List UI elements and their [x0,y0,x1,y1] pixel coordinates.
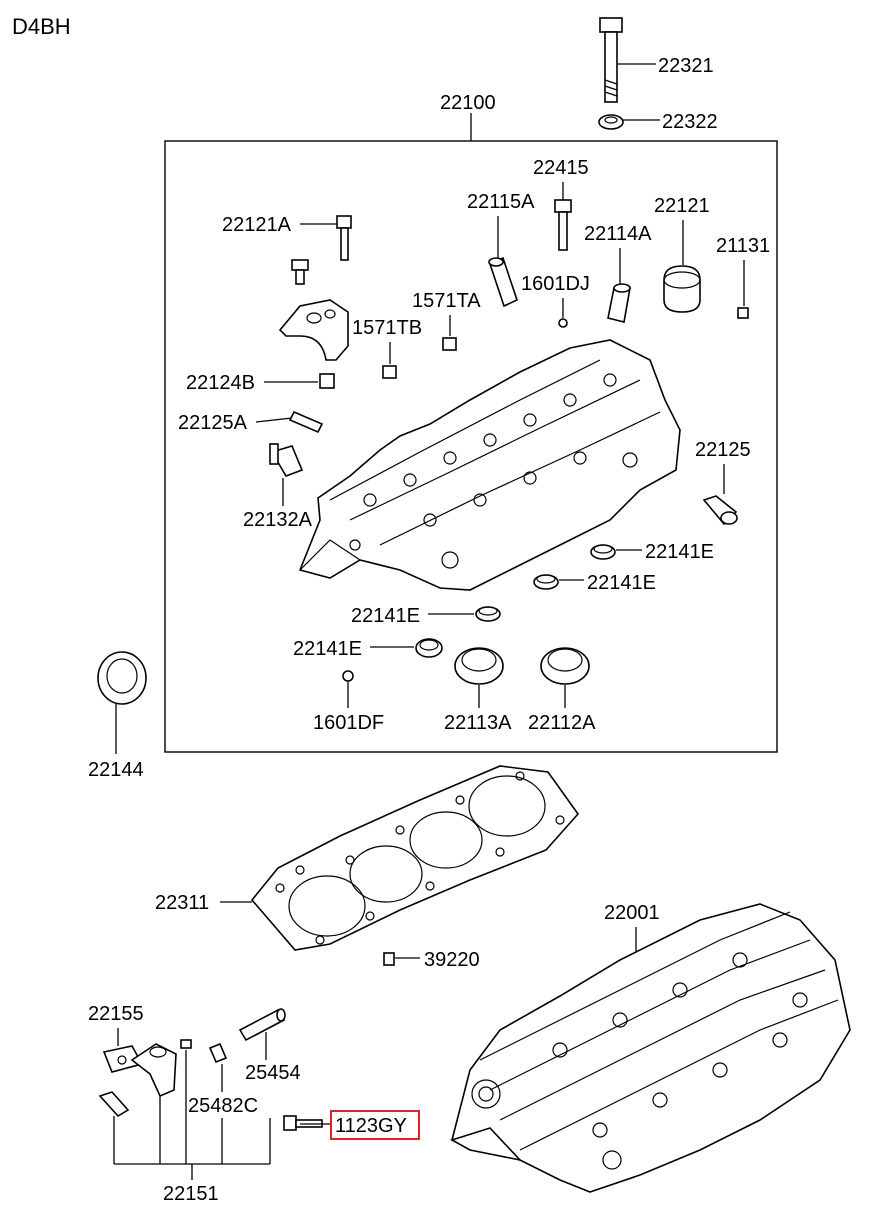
seal-22141e-4[interactable] [415,638,443,658]
hose-25454[interactable] [238,1008,286,1042]
label-22415[interactable]: 22415 [533,157,589,179]
label-22141e-1[interactable]: 22141E [645,541,714,563]
label-1571tb[interactable]: 1571TB [352,317,422,339]
bolt-1123gy[interactable] [283,1115,323,1131]
label-22321[interactable]: 22321 [658,55,714,77]
label-22112a[interactable]: 22112A [528,712,596,734]
bush-22115a[interactable] [488,256,518,308]
label-22001[interactable]: 22001 [604,902,660,924]
ring-22112a[interactable] [540,647,590,685]
ring-22113a[interactable] [454,647,504,685]
label-1601df[interactable]: 1601DF [313,712,384,734]
seal-22141e-2[interactable] [533,574,559,590]
label-22114a[interactable]: 22114A [584,223,652,245]
label-39220[interactable]: 39220 [424,949,480,971]
bolt-22415[interactable] [554,199,572,251]
label-22155[interactable]: 22155 [88,1003,144,1025]
label-1123gy[interactable]: 1123GY [335,1115,407,1137]
label-22132a[interactable]: 22132A [243,509,313,531]
label-22141e-4[interactable]: 22141E [293,638,362,660]
temp-sensor[interactable] [98,1091,130,1118]
label-22124b[interactable]: 22124B [186,372,255,394]
oil-seal-22144[interactable] [97,651,147,705]
plug-1571ta[interactable] [442,337,457,351]
label-22125[interactable]: 22125 [695,439,751,461]
plug-39220[interactable] [383,952,395,966]
plug-1571tb[interactable] [382,365,397,379]
washer-22322[interactable] [598,114,624,130]
bolt-22121a-small[interactable] [291,259,309,285]
label-1601dj[interactable]: 1601DJ [521,273,590,295]
water-outlet-fitting[interactable] [130,1043,177,1098]
bolt-22121a[interactable] [336,215,352,261]
bush-22114a[interactable] [607,283,631,323]
cap-22121[interactable] [663,265,701,313]
highlight-box-1123gy[interactable] [330,1110,420,1140]
label-22141e-3[interactable]: 22141E [351,605,420,627]
head-bolt-22321[interactable] [599,17,623,103]
seal-22141e-3[interactable] [475,606,501,622]
pin-22124b[interactable] [319,373,335,389]
label-22125a[interactable]: 22125A [178,412,248,434]
label-25454[interactable]: 25454 [245,1062,301,1084]
stud-22125a[interactable] [288,410,324,434]
pin-21131[interactable] [737,307,749,319]
label-22141e-2[interactable]: 22141E [587,572,656,594]
label-1571ta[interactable]: 1571TA [412,290,481,312]
clip-25482c[interactable] [208,1042,228,1064]
ball-1601df[interactable] [342,670,354,682]
label-22144[interactable]: 22144 [88,759,144,781]
label-21131[interactable]: 21131 [716,235,770,257]
label-22151[interactable]: 22151 [163,1183,219,1205]
label-22121a[interactable]: 22121A [222,214,292,236]
leader-22125a [255,417,293,423]
label-22121[interactable]: 22121 [654,195,710,217]
head-gasket-22311[interactable] [250,765,580,951]
label-22100[interactable]: 22100 [440,92,496,114]
label-22311[interactable]: 22311 [155,892,209,914]
plug-small-22151[interactable] [180,1039,192,1049]
cylinder-head-assembly-22001[interactable] [449,903,851,1193]
engine-code-title: D4BH [12,14,71,39]
plug-22125[interactable] [702,495,738,526]
label-22115a[interactable]: 22115A [467,191,535,213]
label-25482c[interactable]: 25482C [188,1095,258,1117]
cylinder-head-22100[interactable] [298,339,681,591]
ball-1601dj[interactable] [558,318,568,328]
seal-22141e-1[interactable] [590,544,616,560]
sensor-22132a[interactable] [269,443,304,477]
label-22113a[interactable]: 22113A [444,712,512,734]
bracket-22151 [113,1050,271,1180]
bearing-cap-bracket[interactable] [278,299,349,361]
label-22322[interactable]: 22322 [662,111,718,133]
